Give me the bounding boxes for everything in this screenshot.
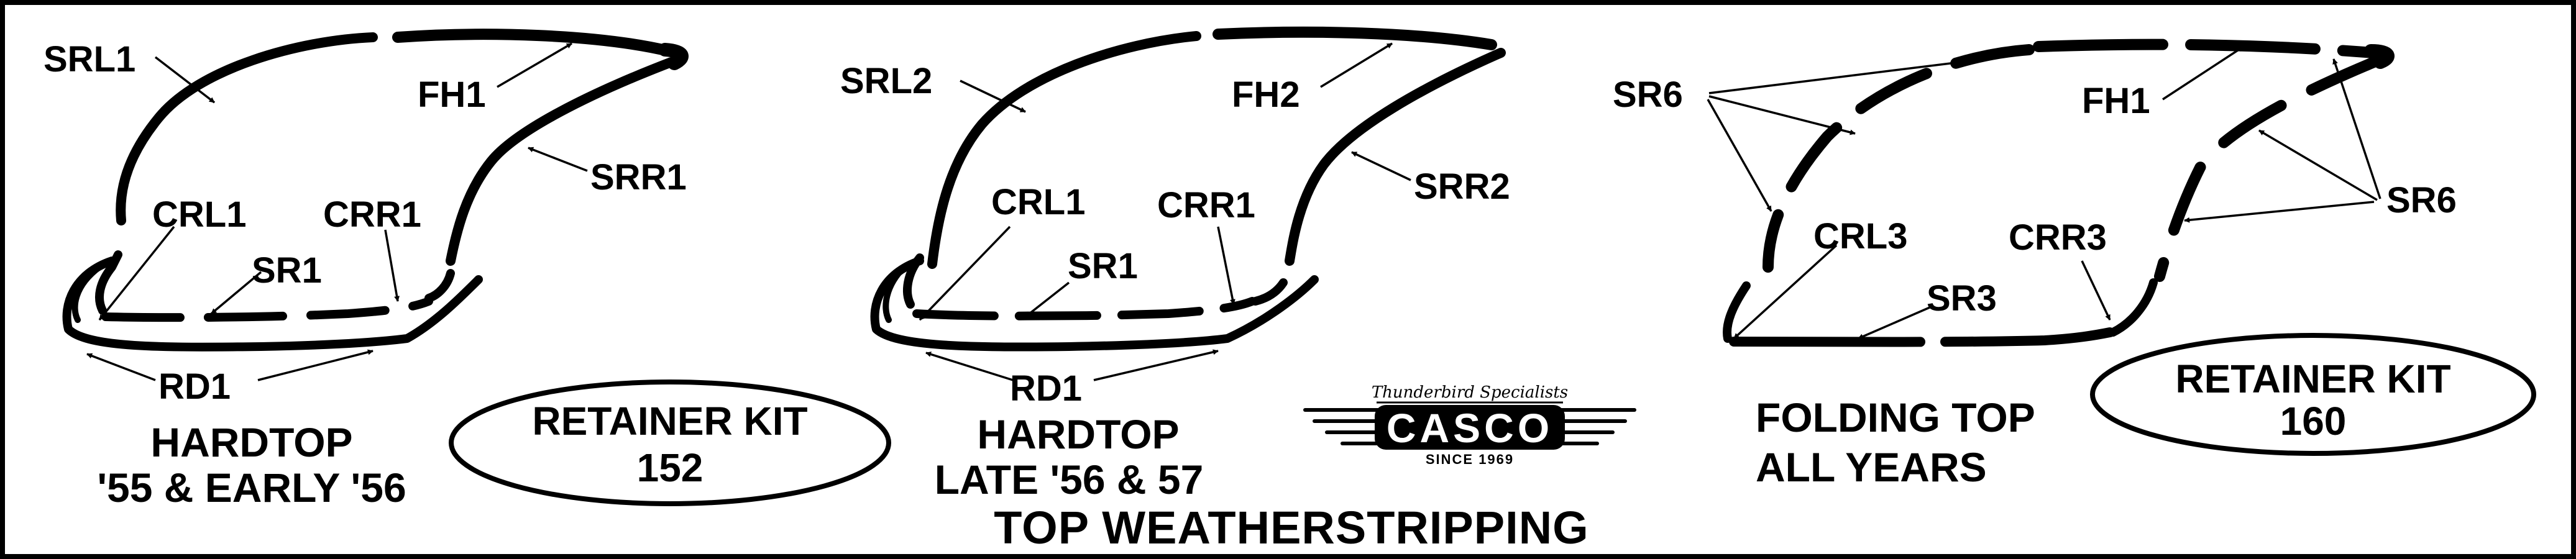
fh1-strip-end — [658, 43, 689, 70]
crr1-label: CRR1 — [323, 194, 421, 235]
crl3-label: CRL3 — [1813, 216, 1907, 257]
retainer-kit-152-oval — [449, 379, 891, 506]
sr1-strip-2 — [912, 297, 1257, 320]
sr6-left-leader-3 — [1707, 99, 1772, 212]
crr-label-2: CRR1 — [1157, 185, 1255, 225]
hardtop-early-caption-line2: '55 & EARLY '56 — [97, 465, 406, 511]
srr2-label: SRR2 — [1414, 166, 1510, 207]
fh1-folding-label: FH1 — [2082, 81, 2150, 121]
sr6-right-leader-2 — [2258, 129, 2378, 201]
fh1-strip-folding — [2033, 39, 2380, 58]
main-title: TOP WEATHERSTRIPPING — [994, 502, 1588, 553]
crr3-strip — [2109, 278, 2158, 337]
sr3-label: SR3 — [1927, 278, 1997, 319]
crl1-strip — [95, 250, 122, 315]
retainer-kit-160-oval — [2090, 333, 2536, 456]
srl2-label: SRL2 — [840, 61, 932, 101]
sr3-leader — [1858, 306, 1930, 340]
rd-leader-2-right — [1093, 349, 1219, 381]
fh1-strip — [392, 29, 674, 57]
rd1-leader-left — [86, 353, 156, 381]
casco-name: CASCO — [1387, 405, 1553, 451]
crr-strip-2 — [1251, 278, 1288, 306]
folding-caption-line1: FOLDING TOP — [1756, 394, 2035, 440]
sr3-strip — [1729, 327, 2115, 347]
sr6-right-leader-1 — [2332, 58, 2381, 199]
sr6-left-label: SR6 — [1613, 75, 1683, 115]
srr1-strip — [446, 57, 676, 266]
fh1-leader — [497, 42, 572, 88]
crr3-leader — [2081, 260, 2111, 320]
crr1-strip — [424, 269, 455, 302]
fh2-leader — [1320, 42, 1393, 88]
retainer-kit-152-line2: 152 — [637, 445, 704, 490]
crl-label-2: CRL1 — [991, 182, 1085, 222]
casco-wing-right — [1555, 408, 1636, 445]
fh1-strip-folding-end — [2364, 44, 2395, 69]
sr1-label-2: SR1 — [1068, 246, 1138, 286]
srr1-label: SRR1 — [590, 157, 687, 198]
sr6-left-leader-2 — [1708, 95, 1856, 135]
casco-logo: Thunderbird Specialists CASCO SINCE 1969 — [1303, 383, 1636, 467]
srl1-strip — [116, 32, 378, 225]
sr6-right-leader-3 — [2184, 201, 2375, 223]
casco-since: SINCE 1969 — [1426, 452, 1514, 467]
retainer-kit-152-line1: RETAINER KIT — [532, 399, 807, 443]
crr1-leader — [384, 229, 400, 302]
rd1-strip — [62, 257, 483, 352]
srl2-strip — [927, 31, 1201, 269]
folding-top-diagram: SR6 FH1 SR6 CRL3 CRR3 SR3 FOLDING TOP AL… — [1613, 39, 2457, 490]
sr1-leader-2 — [1024, 281, 1070, 318]
rd-label-2: RD1 — [1010, 368, 1082, 409]
rd1-strip-inner — [71, 264, 103, 323]
crr3-label: CRR3 — [2009, 217, 2107, 258]
sr1-leader — [210, 271, 262, 315]
rd1-leader-right — [257, 349, 374, 381]
rd-leader-2-left — [925, 352, 1014, 381]
sr1-label: SR1 — [252, 250, 322, 291]
casco-wing-left — [1303, 408, 1385, 445]
srr2-strip — [1285, 48, 1506, 266]
fh2-strip — [1212, 26, 1497, 50]
retainer-kit-160: RETAINER KIT 160 — [2090, 333, 2536, 456]
hardtop-early-caption-line1: HARDTOP — [150, 419, 352, 465]
sr6-left-leader-1 — [1708, 57, 1986, 94]
srr1-leader — [528, 147, 588, 172]
crl3-strip — [1723, 281, 1751, 343]
retainer-kit-160-line1: RETAINER KIT — [2175, 357, 2450, 401]
hardtop-late-diagram: SRL2 FH2 SRR2 CRL1 CRR1 SR1 RD1 HARDTOP … — [840, 26, 1510, 502]
sr6-right-strip — [2154, 57, 2380, 282]
fh1-label: FH1 — [418, 75, 486, 115]
sr6-right-label: SR6 — [2386, 180, 2457, 220]
rd-strip-2-inner — [882, 264, 907, 323]
casco-badge — [1375, 405, 1565, 450]
hardtop-late-caption-line1: HARDTOP — [977, 411, 1179, 457]
sr1-strip — [101, 297, 433, 322]
retainer-kit-152: RETAINER KIT 152 — [449, 379, 891, 506]
hardtop-early-diagram: SRL1 FH1 SRR1 CRL1 CRR1 SR1 RD1 HARDTOP … — [44, 29, 689, 511]
crr-leader-2 — [1217, 226, 1235, 305]
srr2-leader — [1351, 151, 1411, 181]
srl2-leader — [960, 80, 1026, 113]
retainer-kit-160-line2: 160 — [2280, 399, 2347, 443]
casco-tagline: Thunderbird Specialists — [1372, 383, 1568, 402]
srl1-label: SRL1 — [44, 39, 135, 80]
hardtop-late-caption-line2: LATE '56 & 57 — [935, 457, 1204, 502]
fh1-folding-leader — [2162, 45, 2244, 101]
folding-caption-line2: ALL YEARS — [1756, 444, 1987, 490]
fh2-label: FH2 — [1232, 75, 1300, 115]
rd1-label: RD1 — [158, 366, 231, 407]
crl1-label: CRL1 — [152, 194, 246, 235]
crl-leader-2 — [919, 225, 1011, 321]
crl1-leader — [98, 225, 175, 321]
rd-strip-2 — [870, 257, 1319, 352]
srl1-leader — [154, 56, 216, 104]
crl3-leader — [1733, 244, 1838, 340]
